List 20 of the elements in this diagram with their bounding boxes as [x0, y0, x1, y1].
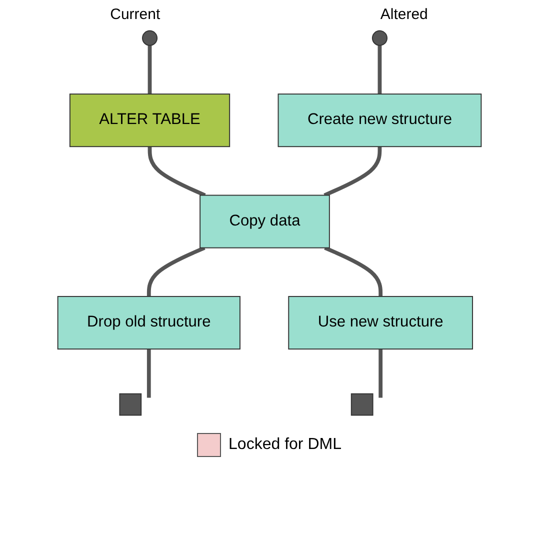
legend-label: Locked for DML	[228, 436, 342, 454]
connector	[147, 45, 152, 94]
node-box: Copy data	[199, 194, 330, 248]
node-circle	[141, 30, 158, 46]
node-box: Create new structure	[277, 94, 482, 148]
node-box: ALTER TABLE	[68, 94, 230, 148]
node-box: Use new structure	[288, 296, 472, 350]
node-box: Drop old structure	[56, 296, 240, 350]
connector	[378, 349, 382, 398]
node-box	[350, 393, 373, 416]
connector	[324, 246, 382, 296]
node-box	[118, 393, 142, 416]
column-heading: Current	[110, 6, 160, 23]
connector	[377, 45, 382, 94]
node-circle	[371, 30, 387, 46]
connector	[147, 146, 206, 198]
connector	[146, 349, 150, 398]
connector	[323, 146, 382, 198]
connector	[146, 246, 205, 296]
column-heading: Altered	[380, 6, 428, 23]
